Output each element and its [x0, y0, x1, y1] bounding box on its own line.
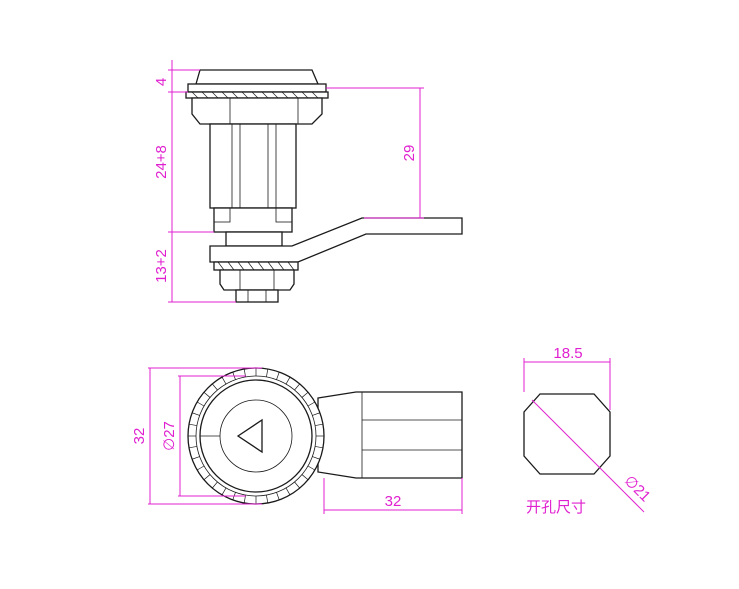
knurl-mark	[294, 481, 300, 489]
hole-cutout	[523, 393, 611, 475]
dim-nut-length: 13+2	[153, 249, 170, 283]
head-cap	[195, 69, 319, 85]
knurl-mark	[301, 392, 309, 398]
front-view	[187, 367, 463, 505]
cam-arm-front	[317, 391, 463, 479]
hex-collar	[191, 97, 323, 125]
knurl-mark	[188, 446, 197, 449]
knurl-mark	[266, 368, 269, 377]
dim-head-height: 4	[153, 78, 170, 86]
dim-total-to-cam: 29	[401, 145, 418, 162]
dim-body-length: 24+8	[153, 145, 170, 179]
knurl-mark	[315, 423, 324, 426]
knurl-mark	[307, 401, 316, 407]
hole-outline	[523, 393, 611, 475]
knurl-mark	[315, 446, 324, 449]
dim-face-inner: ∅27	[161, 421, 178, 451]
knurl-mark	[212, 383, 218, 391]
knurl-mark	[221, 376, 227, 385]
knurl-mark	[276, 371, 280, 380]
knurl-mark	[307, 465, 316, 471]
hex-nut	[219, 269, 295, 291]
knurl-mark	[285, 376, 291, 385]
hole-dimensions	[523, 358, 645, 513]
dim-cam-length: 32	[385, 493, 402, 510]
dim-hole-diameter: ∅21	[621, 472, 654, 505]
knurl-mark	[191, 412, 200, 416]
nut-bottom	[235, 289, 279, 303]
knurl-mark	[212, 481, 218, 489]
hole-size-label: 开孔尺寸	[526, 498, 586, 516]
knurl-mark	[203, 474, 211, 480]
knurl-mark	[294, 383, 300, 391]
knurl-mark	[312, 412, 321, 416]
head-rim	[187, 83, 327, 93]
knurl-mark	[196, 401, 205, 407]
knurl-mark	[276, 492, 280, 501]
shaft	[225, 231, 283, 247]
knurl-mark	[301, 474, 309, 480]
body-cylinder	[209, 123, 297, 209]
knurl-mark	[196, 465, 205, 471]
lower-body	[213, 207, 293, 233]
side-view	[185, 69, 463, 303]
lock-washer	[213, 261, 299, 271]
triangle-key-slot	[236, 418, 263, 454]
dim-hole-width: 18.5	[553, 345, 582, 362]
knurl-mark	[221, 487, 227, 496]
knurl-mark	[188, 423, 197, 426]
knurl-mark	[191, 456, 200, 460]
knurl-mark	[266, 495, 269, 504]
washer-hatch	[191, 91, 319, 99]
front-dimensions	[148, 367, 463, 514]
knurl-mark	[203, 392, 211, 398]
knurl-mark	[285, 487, 291, 496]
dim-face-outer: 32	[131, 428, 148, 445]
side-dimensions	[168, 60, 424, 303]
knurl-mark	[312, 456, 321, 460]
